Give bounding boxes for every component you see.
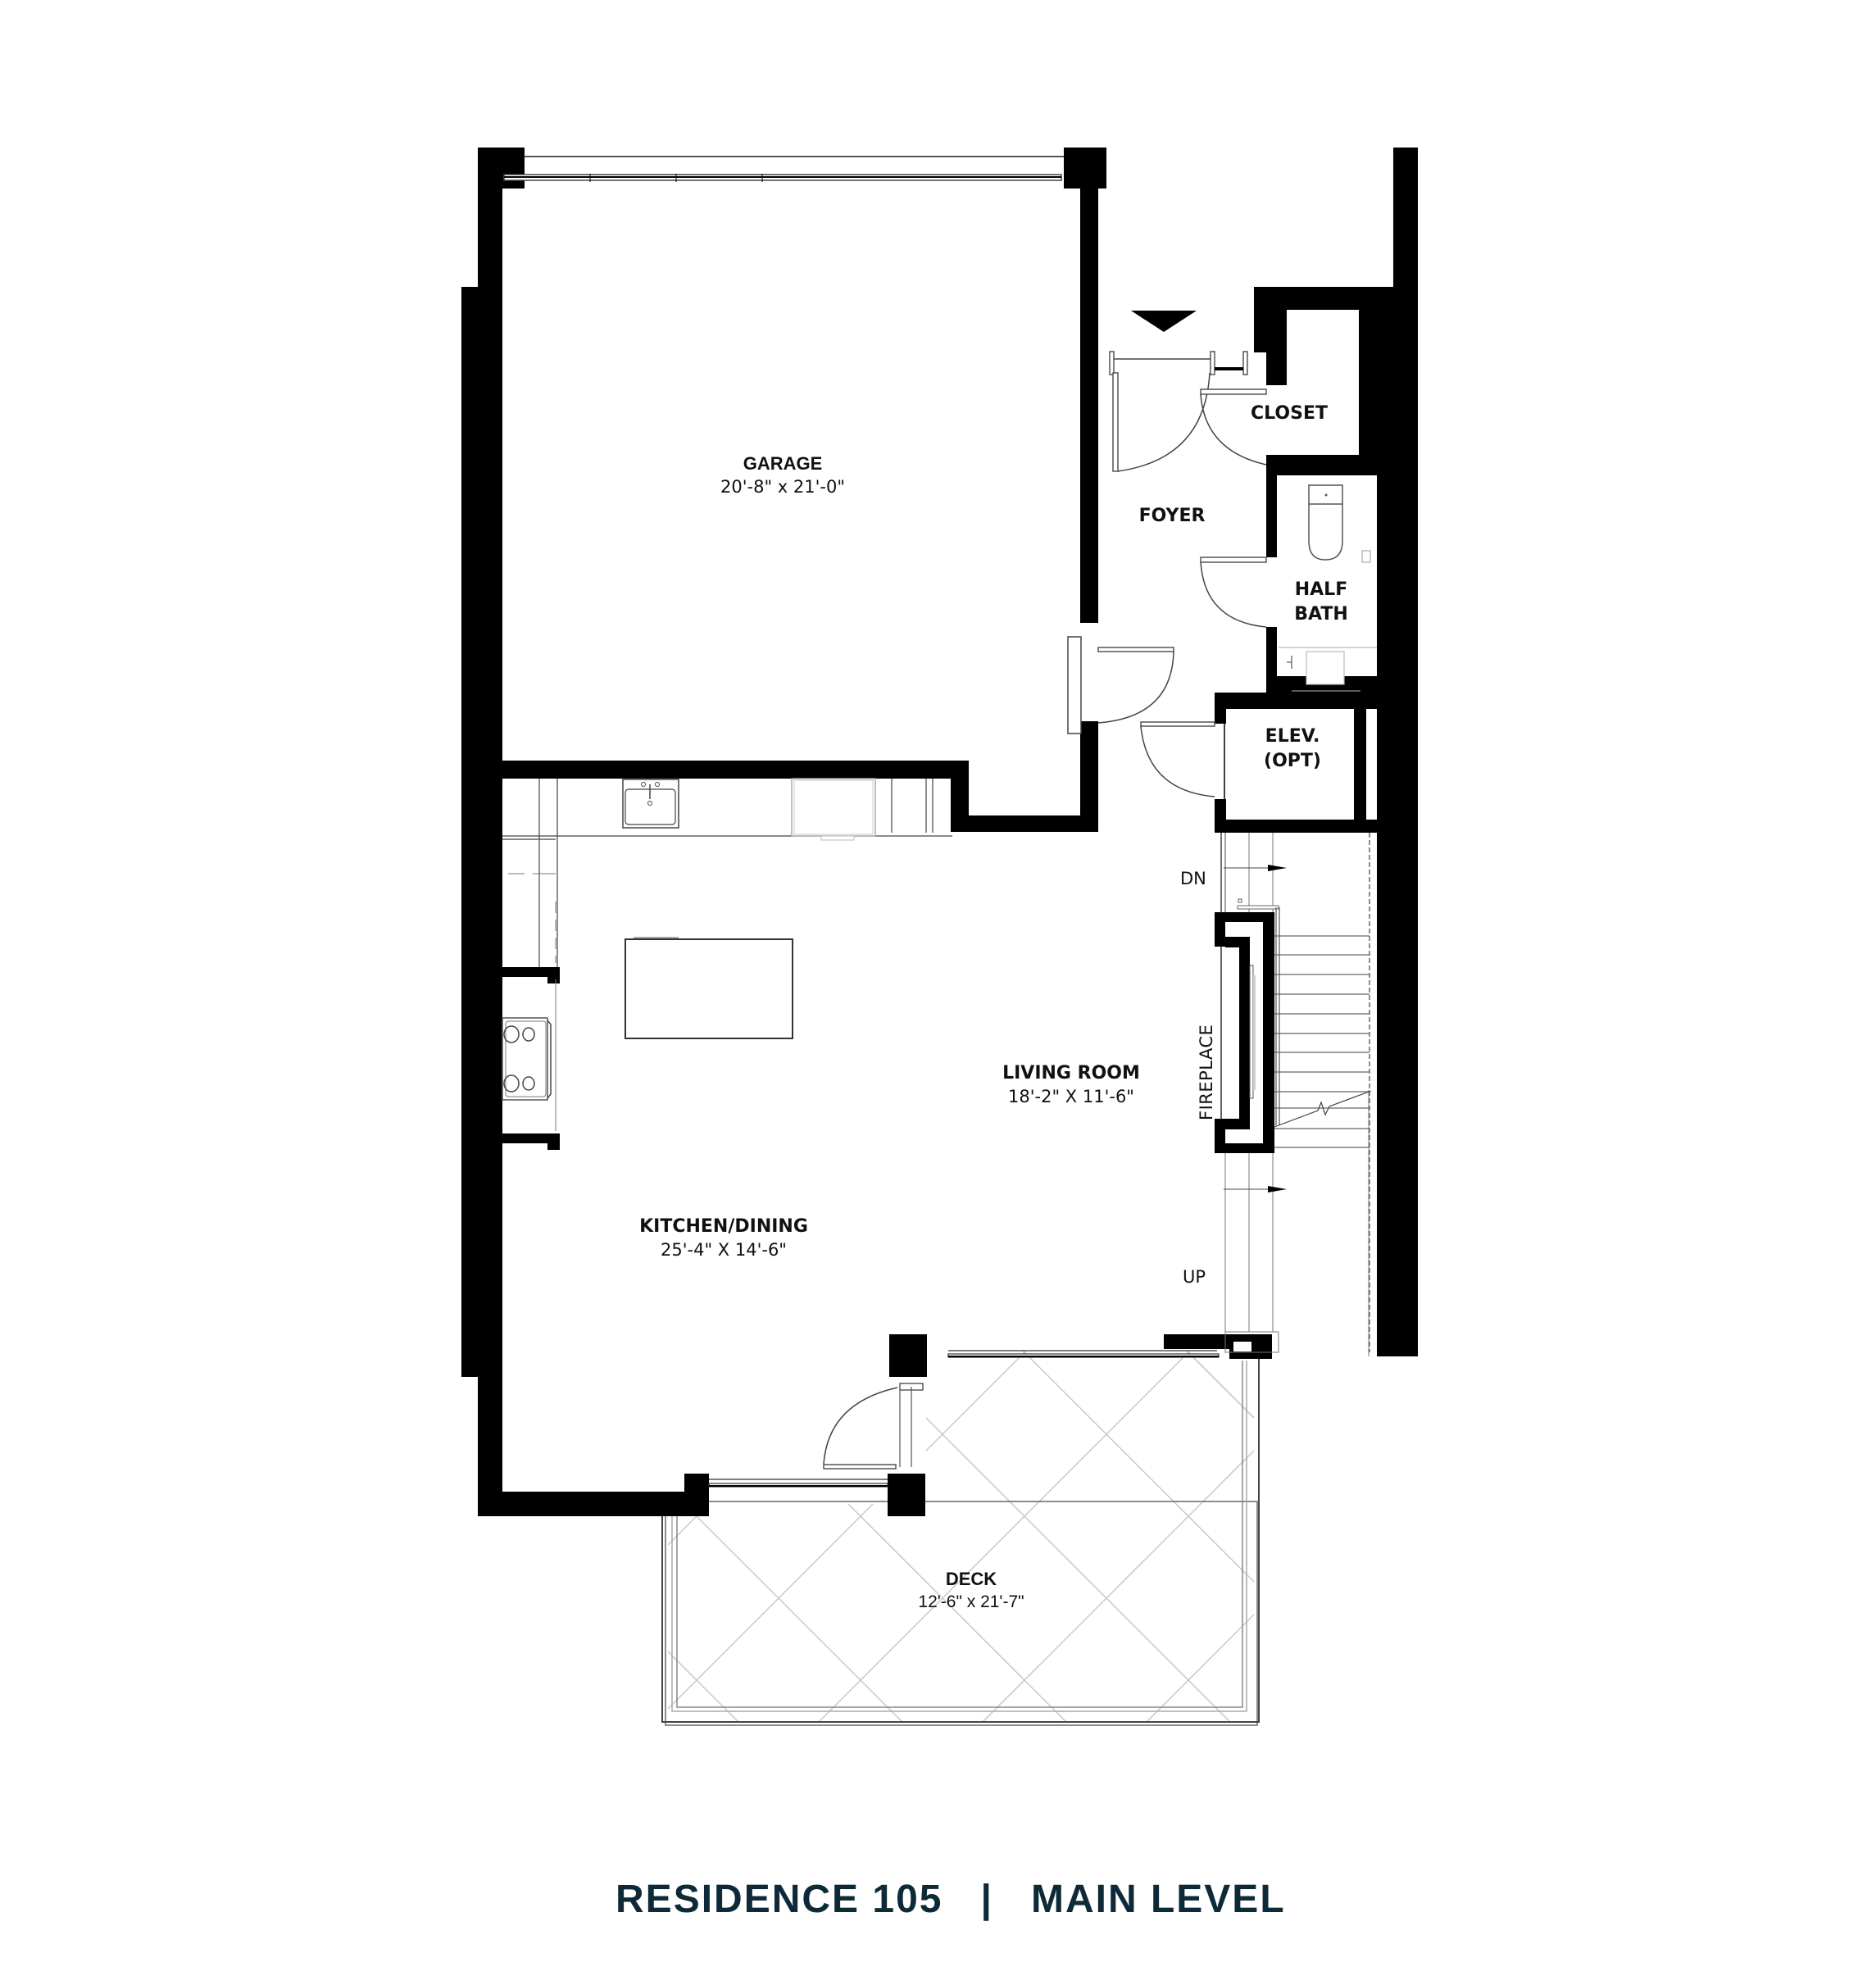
room-name: GARAGE (743, 453, 823, 474)
room-label-living-room: LIVING ROOM 18'-2" X 11'-6" (1002, 1061, 1140, 1107)
closet-door (1200, 388, 1267, 466)
refrigerator-icon (791, 778, 876, 841)
entry-arrow-icon (1131, 311, 1197, 332)
room-label-closet: CLOSET (1251, 402, 1328, 426)
room-dimensions: 12'-6" x 21'-7" (918, 1592, 1024, 1611)
kitchen-island (625, 937, 793, 1039)
toilet-icon (1308, 484, 1371, 563)
half-bath-door (1200, 556, 1267, 628)
room-dimensions: 18'-2" X 11'-6" (1008, 1087, 1134, 1106)
residence-name: RESIDENCE 105 (615, 1878, 943, 1921)
room-name: CLOSET (1251, 403, 1328, 424)
garage-door (503, 156, 1064, 182)
stairs-up-label: UP (1183, 1267, 1206, 1287)
elevator-door (1140, 721, 1225, 799)
room-label-garage: GARAGE 20'-8" x 21'-0" (720, 452, 845, 497)
room-label-half-bath: HALF BATH (1294, 578, 1348, 627)
room-name-line1: ELEV. (1265, 726, 1320, 747)
vanity-sink-icon (1279, 647, 1377, 692)
deck-lower-window (708, 1479, 888, 1488)
room-name: LIVING ROOM (1002, 1063, 1140, 1083)
room-name-line2: (OPT) (1264, 751, 1321, 771)
level-name: MAIN LEVEL (1030, 1878, 1286, 1921)
deck-railing (661, 1356, 1260, 1726)
kitchen-sink-icon (622, 779, 679, 829)
deck-swing-door (823, 1383, 924, 1470)
room-name-line2: BATH (1294, 604, 1348, 625)
room-label-foyer: FOYER (1139, 504, 1206, 529)
plan-title: RESIDENCE 105 | MAIN LEVEL (0, 1832, 1876, 1922)
room-name: DECK (945, 1569, 997, 1589)
walls (461, 148, 1418, 1516)
fireplace-insert (1220, 947, 1256, 1119)
staircase (1220, 833, 1372, 1356)
title-separator-bar: | (980, 1878, 993, 1921)
room-name: KITCHEN/DINING (639, 1216, 808, 1237)
kitchen-counter (502, 779, 952, 967)
room-label-elevator: ELEV. (OPT) (1264, 725, 1321, 774)
room-label-kitchen-dining: KITCHEN/DINING 25'-4" X 14'-6" (639, 1215, 808, 1261)
title-separator (943, 1878, 981, 1921)
deck-sliding-door (947, 1350, 1220, 1358)
room-name-line1: HALF (1294, 579, 1348, 600)
room-label-deck: DECK 12'-6" x 21'-7" (918, 1567, 1024, 1613)
room-name: FOYER (1138, 506, 1206, 526)
cooktop-icon (502, 979, 556, 1131)
front-door (1109, 351, 1248, 472)
fireplace-label: FIREPLACE (1197, 1024, 1216, 1120)
stairs-down-label: DN (1180, 869, 1206, 888)
room-dimensions: 25'-4" X 14'-6" (661, 1240, 787, 1260)
garage-entry-door (1067, 636, 1174, 734)
room-dimensions: 20'-8" x 21'-0" (720, 477, 845, 497)
